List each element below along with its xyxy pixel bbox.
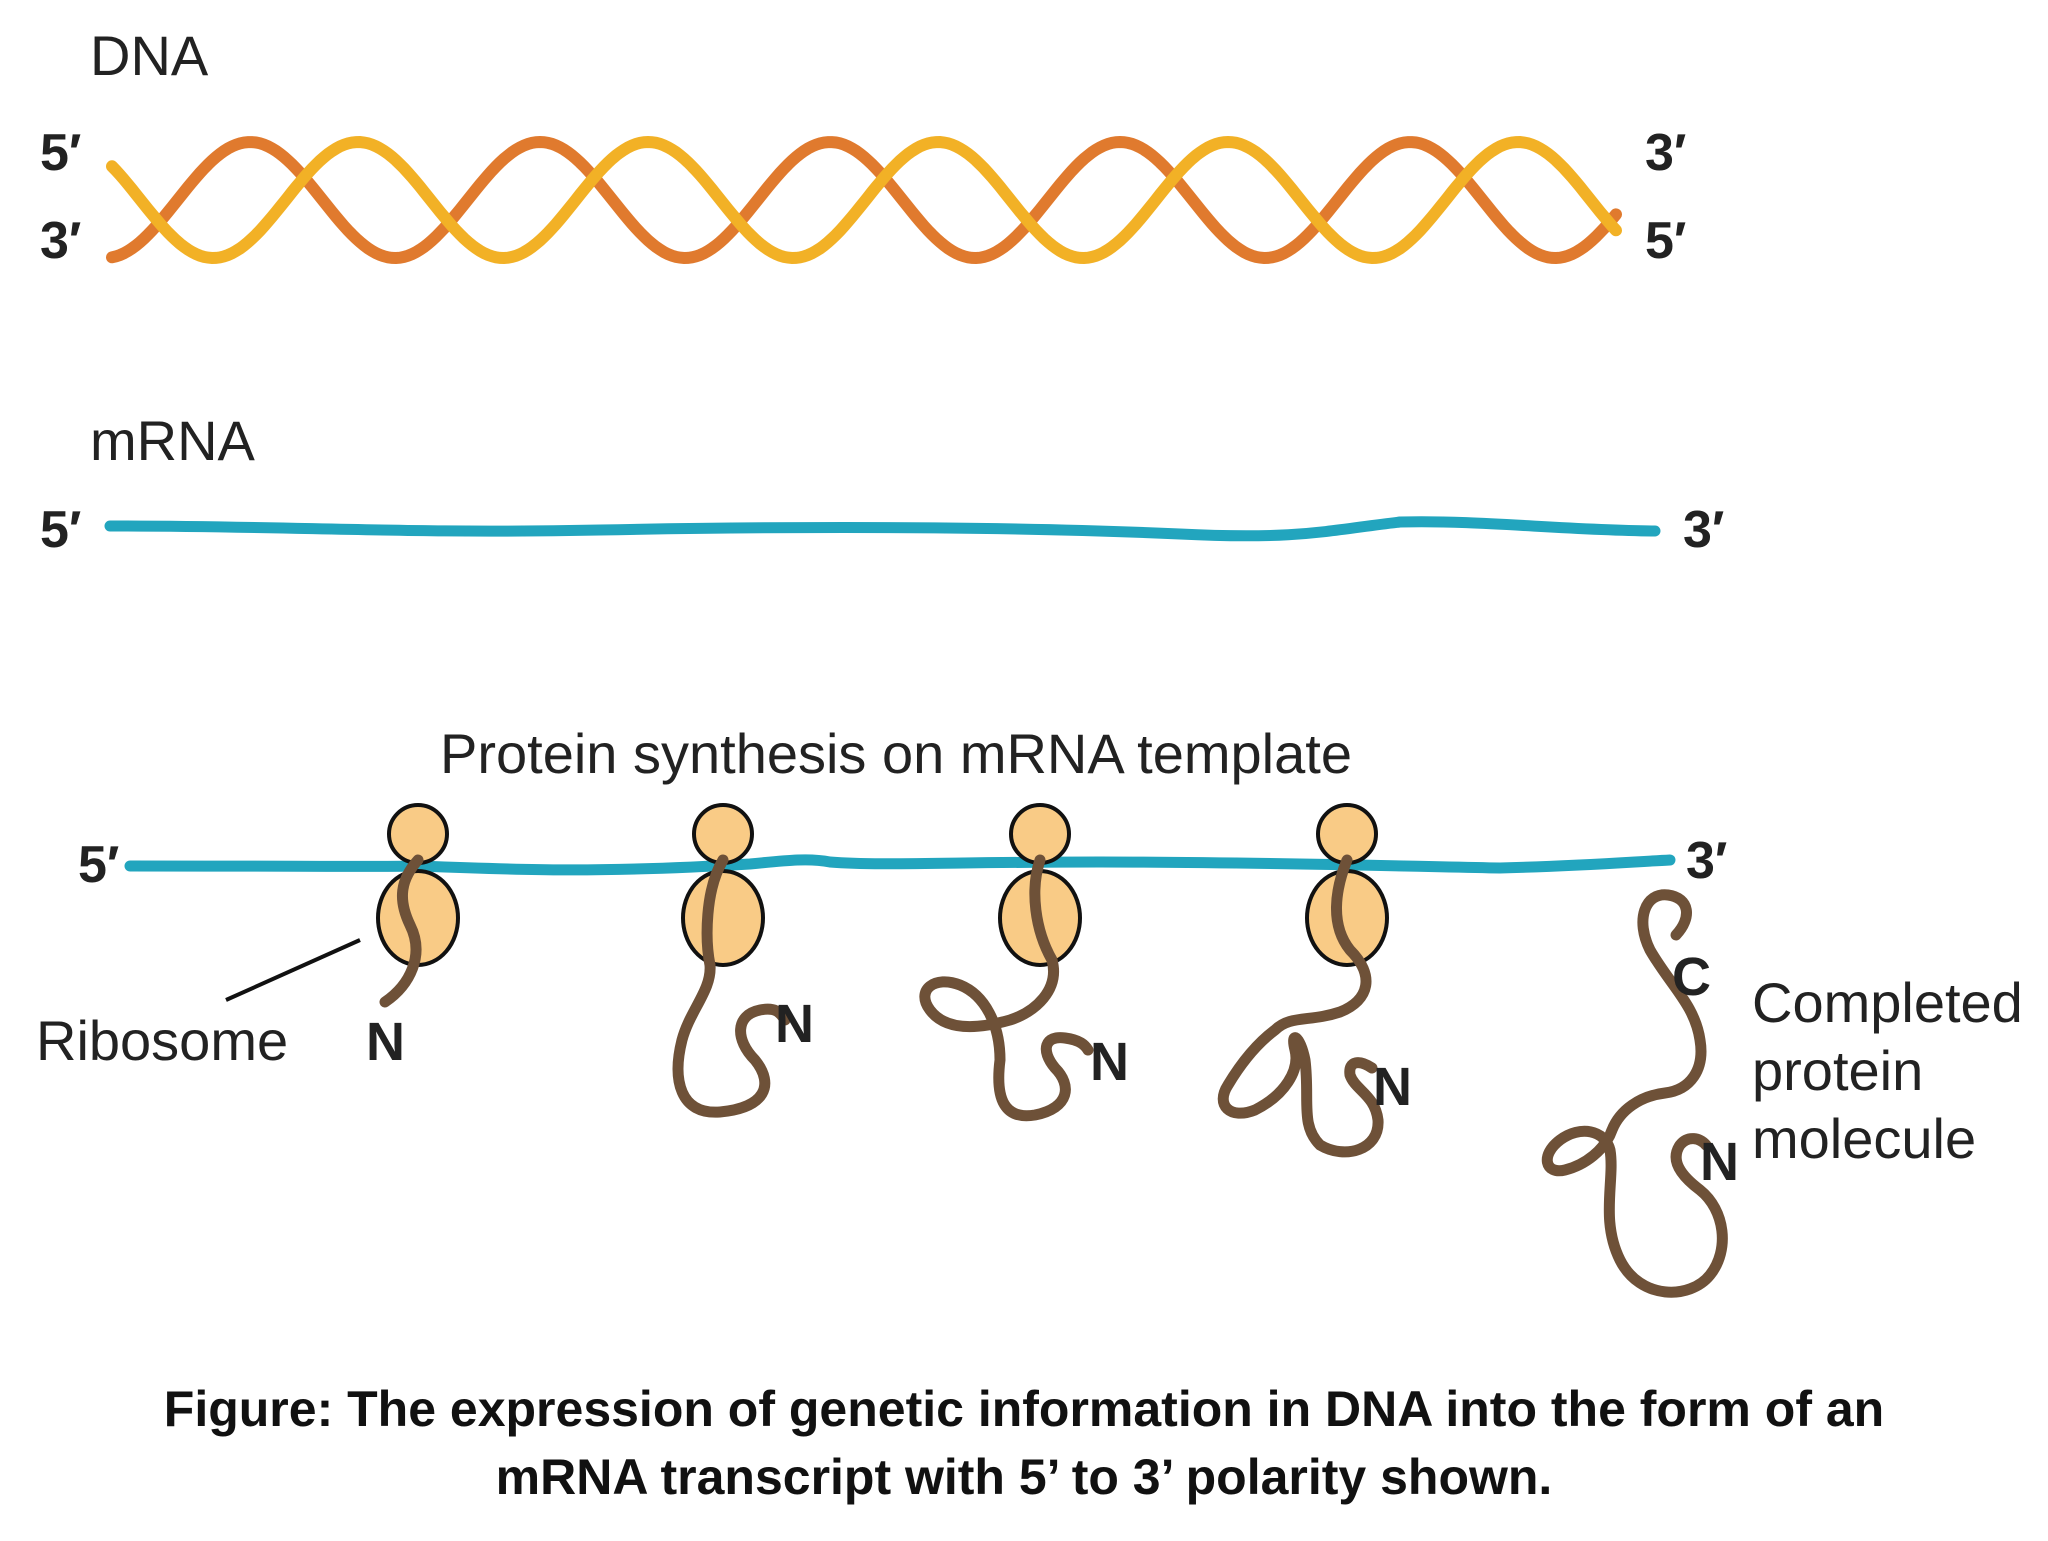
mrna-right-end: 3′ [1683,501,1724,559]
nascent-polypeptide-1 [379,854,424,1008]
dna-left-bottom-end: 3′ [40,212,81,270]
mrna-strand [104,516,1661,542]
ribosome-small-subunit [1009,803,1071,865]
ribosome-large-subunit [681,869,765,967]
figure-caption: Figure: The expression of genetic inform… [0,1375,2048,1511]
mrna-label: mRNA [90,409,256,472]
n-terminus-label-2: N [775,994,814,1054]
dna-strand-a [106,135,1622,265]
completed-protein-label-line2: protein [1752,1039,1923,1102]
dna-left-top-end: 5′ [40,124,81,182]
template-right-end: 3′ [1686,832,1727,890]
n-terminus-label-completed: N [1700,1132,1739,1192]
n-terminus-label-4: N [1373,1057,1412,1117]
completed-protein [1541,889,1728,1298]
ribosome-pointer-line [225,938,361,1002]
nascent-polypeptide-4 [1217,854,1384,1158]
dna-right-top-end: 3′ [1645,124,1686,182]
n-terminus-label-3: N [1090,1032,1129,1092]
ribosome-2 [681,803,765,967]
protein-synthesis-title: Protein synthesis on mRNA template [440,722,1352,785]
dna-right-bottom-end: 5′ [1645,212,1686,270]
c-terminus-label: C [1672,947,1711,1007]
ribosome-small-subunit [1316,803,1378,865]
completed-protein-label-line1: Completed [1752,971,2023,1034]
mrna-template-strand [124,854,1676,876]
ribosome-4 [1305,803,1389,967]
dna-label: DNA [90,24,209,87]
completed-protein-label-line3: molecule [1752,1107,1976,1170]
caption-line-1: Figure: The expression of genetic inform… [163,1381,1885,1437]
dna-strand-b [106,135,1622,265]
mrna-left-end: 5′ [40,501,81,559]
n-terminus-label-1: N [366,1012,405,1072]
nascent-polypeptide-2 [672,854,791,1118]
nascent-polypeptide-3 [919,854,1094,1122]
caption-line-2: mRNA transcript with 5’ to 3’ polarity s… [495,1449,1553,1505]
template-left-end: 5′ [78,836,119,894]
ribosome-small-subunit [387,803,449,865]
ribosome-label: Ribosome [36,1009,288,1072]
ribosome-small-subunit [692,803,754,865]
